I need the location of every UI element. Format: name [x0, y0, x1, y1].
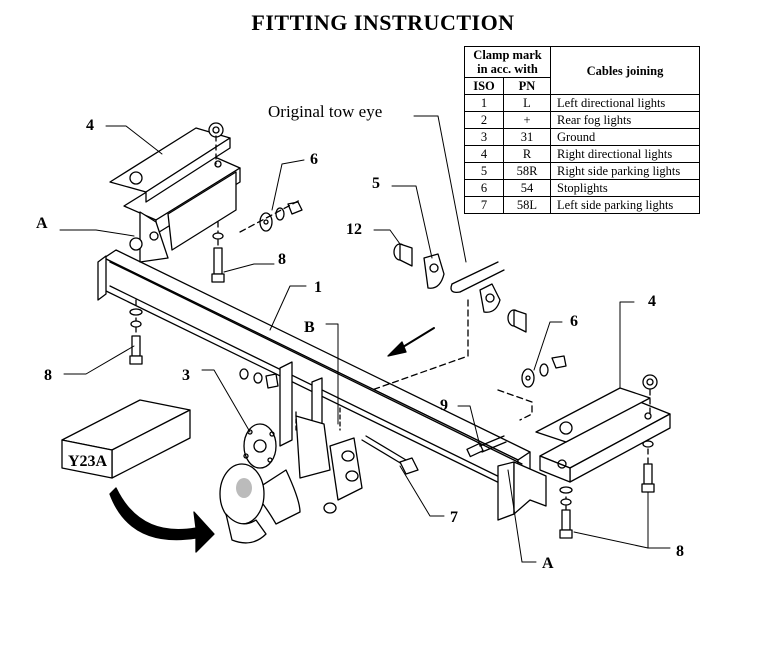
- label-9: 9: [440, 397, 448, 414]
- label-1: 1: [314, 279, 322, 296]
- bolt-set-right-bracket: [559, 439, 655, 539]
- original-tow-eye: [450, 261, 527, 333]
- bolt-set-left-bottom: [129, 299, 143, 365]
- label-8-bottom: 8: [44, 367, 52, 384]
- label-a-right: A: [542, 555, 554, 572]
- pn-cell: 54: [503, 179, 551, 197]
- clamp-cable-table: Clamp mark in acc. with Cables joining I…: [464, 46, 700, 214]
- y23a-box: [61, 399, 191, 479]
- leader-lines: [59, 115, 671, 563]
- cable-cell: Right directional lights: [550, 145, 700, 163]
- label-3: 3: [182, 367, 190, 384]
- page-title: FITTING INSTRUCTION: [251, 10, 515, 35]
- label-a-left: A: [36, 215, 48, 232]
- label-8-right: 8: [676, 543, 684, 560]
- main-crossbar: [97, 249, 547, 521]
- clamp-mark-header: Clamp mark in acc. with: [464, 46, 551, 78]
- pn-cell: 31: [503, 128, 551, 146]
- box-code-label: Y23A: [68, 453, 108, 470]
- cable-cell: Left side parking lights: [550, 196, 700, 214]
- iso-cell: 7: [464, 196, 504, 214]
- pn-cell: 58L: [503, 196, 551, 214]
- label-7: 7: [450, 509, 458, 526]
- label-b: B: [304, 319, 315, 336]
- pn-header: PN: [503, 77, 551, 95]
- label-5: 5: [372, 175, 380, 192]
- washer-nut-set-6-right: [521, 355, 567, 388]
- dashed-fitting-lines: [371, 299, 533, 421]
- bolt-set-left-bracket: [211, 221, 225, 283]
- label-4-left: 4: [86, 117, 94, 134]
- label-6-left: 6: [310, 151, 318, 168]
- bolt-7: [361, 435, 419, 475]
- label-6-right: 6: [570, 313, 578, 330]
- washer-nut-set-6-left: [239, 199, 303, 233]
- left-side-bracket: [109, 122, 241, 263]
- cable-cell: Right side parking lights: [550, 162, 700, 180]
- cable-cell: Stoplights: [550, 179, 700, 197]
- direction-arrow: [387, 327, 435, 357]
- tow-eye-spacer-5: [423, 253, 445, 289]
- cables-joining-header: Cables joining: [550, 46, 700, 95]
- label-12: 12: [346, 221, 362, 238]
- right-side-bracket: [535, 374, 671, 483]
- ball-neck-assembly: [219, 361, 363, 544]
- bolt-9: [466, 435, 507, 458]
- cable-cell: Ground: [550, 128, 700, 146]
- spacer-12: [393, 243, 413, 267]
- curved-arrow: [109, 487, 215, 553]
- label-4-right: 4: [648, 293, 656, 310]
- tow-eye-label: Original tow eye: [268, 102, 382, 121]
- label-8-bolt: 8: [278, 251, 286, 268]
